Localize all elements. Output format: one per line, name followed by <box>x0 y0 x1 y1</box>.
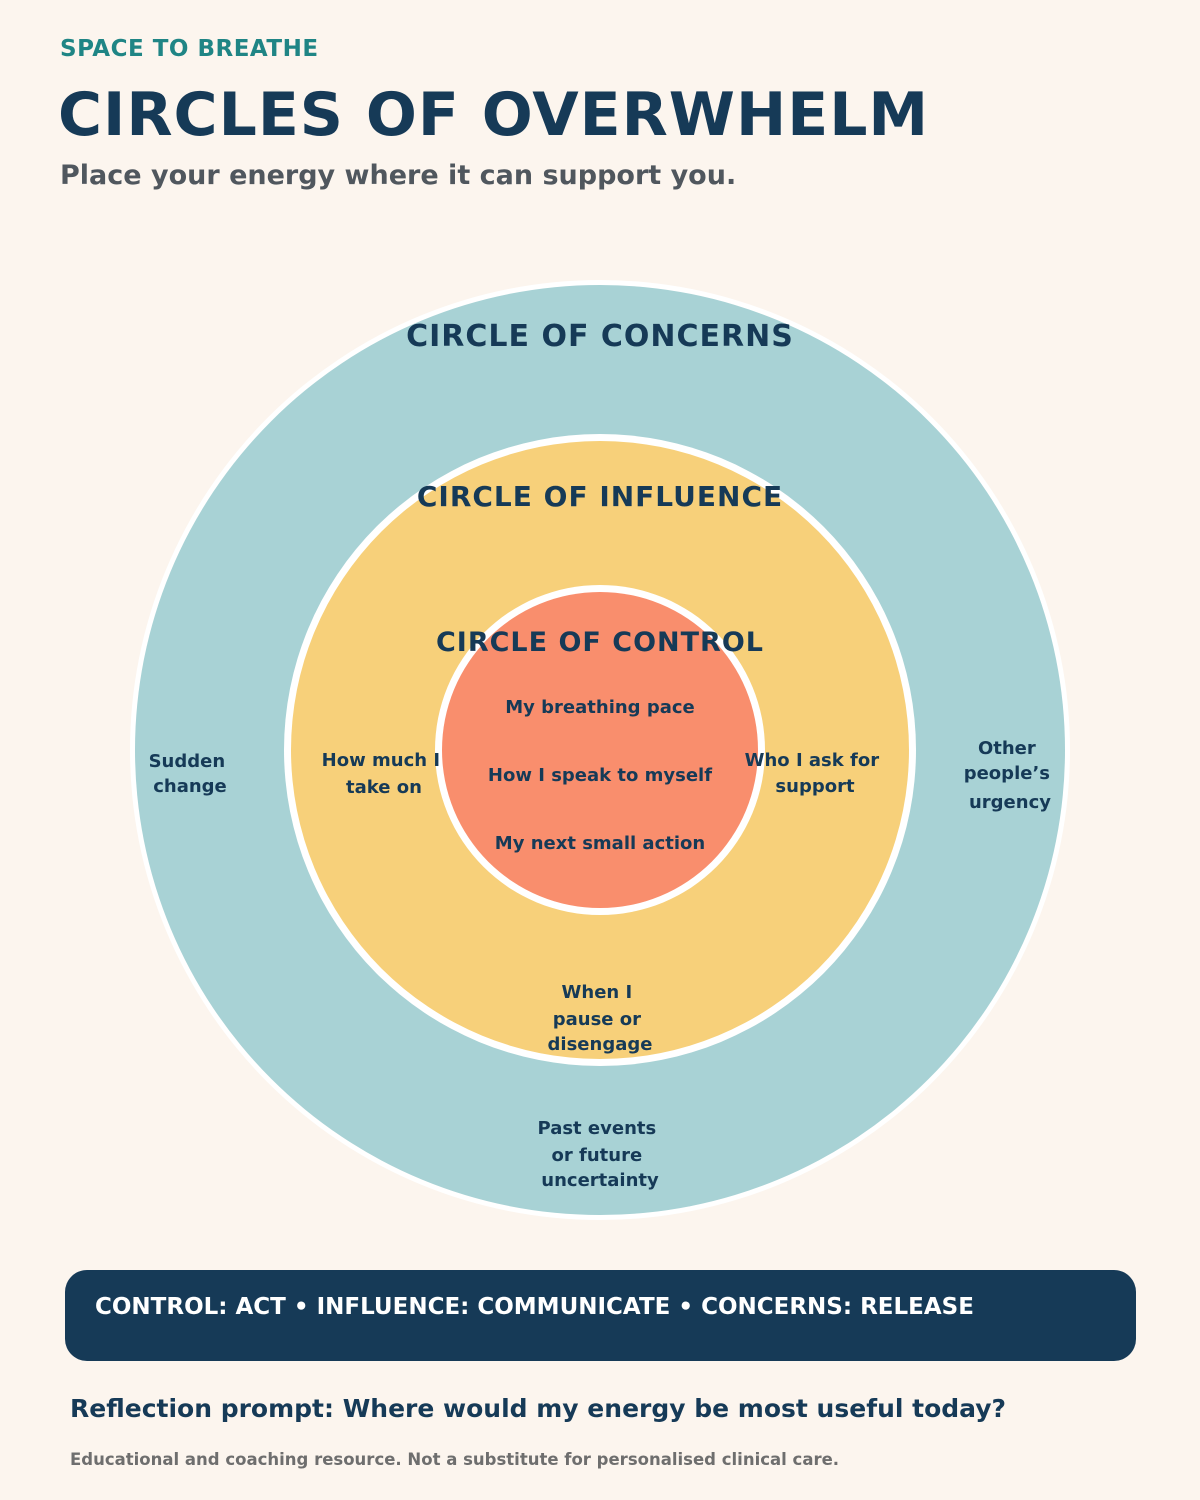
reflection-prompt: Reflection prompt: Where would my energy… <box>70 1394 1007 1423</box>
control-item: How I speak to myself <box>488 765 712 786</box>
concerns-item-left: Sudden change <box>149 751 232 797</box>
influence-item-left: How much I take on <box>322 750 447 798</box>
page-subtitle: Place your energy where it can support y… <box>60 160 737 191</box>
kicker-label: SPACE TO BREATHE <box>60 36 319 62</box>
concerns-item-right: Other people’s urgency <box>964 738 1057 813</box>
concerns-title: CIRCLE OF CONCERNS <box>406 319 794 354</box>
control-item: My next small action <box>495 833 705 854</box>
control-item: My breathing pace <box>505 697 695 718</box>
summary-banner: CONTROL: ACT • INFLUENCE: COMMUNICATE • … <box>65 1270 1136 1361</box>
page-title: CIRCLES OF OVERWHELM <box>58 80 930 150</box>
disclaimer: Educational and coaching resource. Not a… <box>70 1450 840 1469</box>
influence-item-right: Who I ask for support <box>745 750 886 797</box>
circle-of-control-fill <box>442 592 758 908</box>
influence-item-bottom: When I pause or disengage <box>548 982 653 1055</box>
influence-title: CIRCLE OF INFLUENCE <box>417 480 783 513</box>
control-title: CIRCLE OF CONTROL <box>436 627 764 658</box>
banner-text: CONTROL: ACT • INFLUENCE: COMMUNICATE • … <box>95 1294 974 1320</box>
concerns-item-bottom: Past events or future uncertainty <box>537 1118 662 1191</box>
